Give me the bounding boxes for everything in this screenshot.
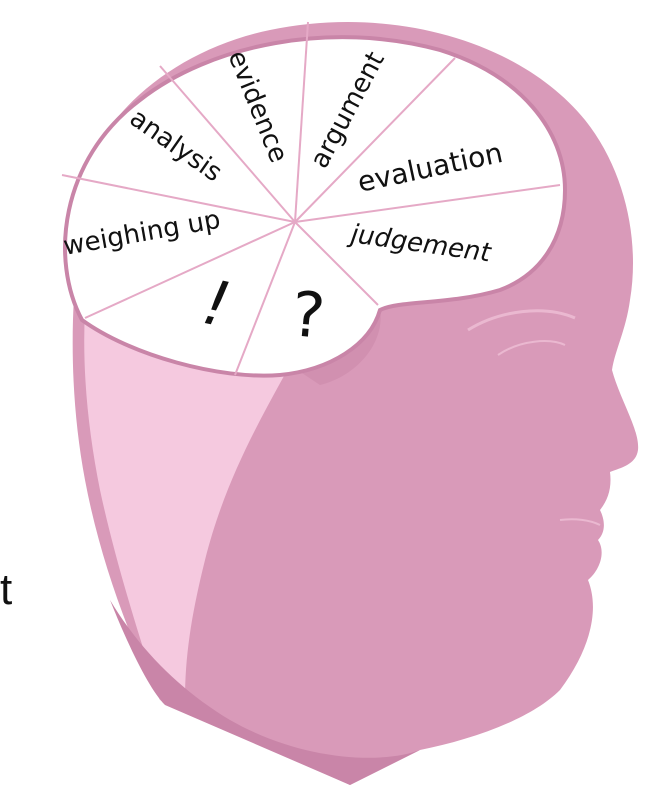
stray-letter: t: [0, 568, 12, 612]
segment-label-question-mark: ?: [289, 277, 328, 353]
